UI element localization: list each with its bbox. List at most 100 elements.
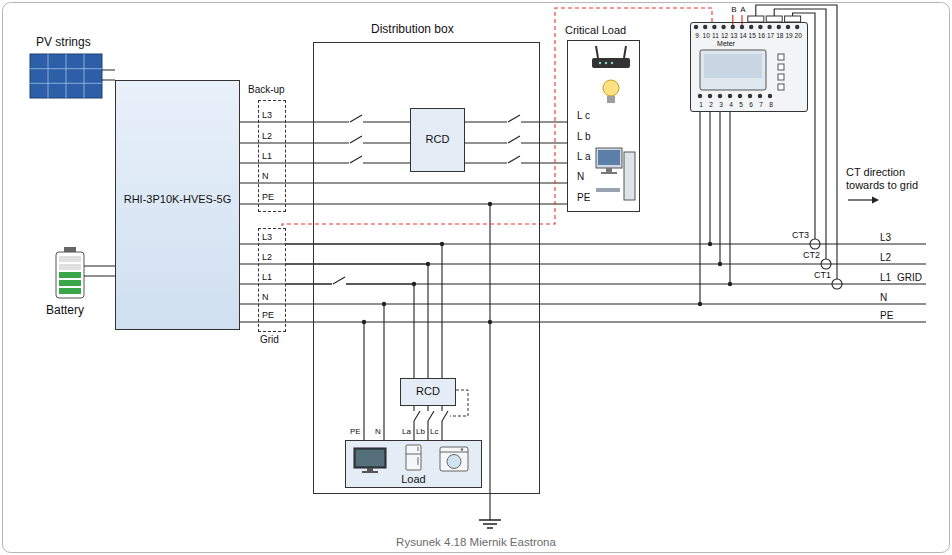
terminal-dot [767, 25, 771, 29]
pv-panel [30, 54, 102, 98]
wire-label: Lc [430, 427, 438, 436]
junction-dot [698, 302, 702, 306]
junction-dot [718, 262, 722, 266]
load-icons [345, 440, 482, 488]
inverter-model: RHI-3P10K-HVES-5G [116, 193, 239, 206]
text-slot: 15 [732, 32, 772, 39]
pv-panel [30, 54, 102, 98]
text-slot: 5 [721, 101, 761, 108]
port-heading: Back-up [248, 84, 285, 96]
wire [489, 204, 490, 520]
battery-icon [59, 272, 81, 278]
terminal-number: 6 [731, 101, 771, 108]
junction-dot [708, 242, 712, 246]
text-slot: 11 [695, 32, 735, 39]
critical-load-icons [598, 150, 620, 165]
critical-load-icons [599, 62, 601, 64]
pv-panel [30, 54, 102, 98]
wire-label: La [402, 427, 411, 436]
part-label: PV strings [36, 36, 91, 50]
phase-label: L3 [880, 232, 891, 244]
load-icons [362, 471, 378, 473]
text-slot: Battery [46, 304, 84, 318]
terminal-dot [703, 25, 707, 29]
load-icons [440, 447, 468, 471]
terminal-number: 1 [681, 101, 721, 108]
phase-label: PE [262, 192, 274, 202]
note: CT direction towards to grid [846, 166, 942, 191]
wire-label: Lb [416, 427, 425, 436]
meter-body [778, 74, 784, 80]
terminal-number: 7 [741, 101, 781, 108]
wire [84, 266, 115, 276]
text-slot: 18 [760, 32, 800, 39]
text-slot: L c [577, 110, 590, 122]
text-slot: Back-up [248, 84, 285, 96]
terminal-number: 3 [701, 101, 741, 108]
text-slot: CT direction towards to grid [846, 166, 942, 191]
text-slot: A [723, 5, 763, 14]
wire-label: PE [577, 192, 590, 204]
terminal-dot [721, 25, 725, 29]
text-slot: 10 [686, 32, 726, 39]
terminal-number: 11 [695, 32, 735, 39]
terminal-dot [694, 25, 698, 29]
terminal-number: 9 [677, 32, 717, 39]
text-slot: Rysunek 4.18 Miernik Eastrona [0, 536, 952, 549]
ct-clamp [832, 279, 842, 289]
junction-dot [362, 202, 732, 324]
junction-dot [426, 262, 430, 266]
terminal-number: 18 [760, 32, 800, 39]
terminal-dot [738, 94, 742, 98]
terminal-dot [740, 25, 744, 29]
text-slot: B [714, 5, 754, 14]
critical-load-icons [596, 188, 620, 192]
battery-icon [59, 264, 81, 270]
junction-dot [382, 302, 386, 306]
terminal-number: 4 [711, 101, 751, 108]
battery-icon [64, 247, 76, 252]
phase-label: L1 [262, 272, 272, 282]
terminal-number: 5 [721, 101, 761, 108]
terminal-number: 8 [751, 101, 791, 108]
phase-label: N [880, 292, 887, 304]
terminal-number: 15 [732, 32, 772, 39]
critical-load-icons [596, 46, 626, 58]
terminal-dot [698, 94, 702, 98]
load-title: Load [346, 473, 481, 486]
port-group: L3L2L1NPEGrid [258, 228, 286, 332]
meter-body [690, 16, 808, 112]
text-slot: 19 [769, 32, 809, 39]
junction-dot [362, 320, 366, 324]
text-slot: N [375, 427, 381, 436]
text-slot: 6 [731, 101, 771, 108]
text-slot: L b [577, 131, 591, 143]
direction-arrow [872, 197, 879, 204]
grid-label: GRID [897, 272, 922, 284]
critical-load-icons [601, 172, 617, 174]
text-slot: PE [262, 310, 274, 320]
wire-bundle [240, 122, 258, 204]
text-slot: L1 [262, 272, 272, 282]
pin-name: A [723, 5, 763, 14]
critical-load-icons [624, 152, 635, 200]
terminal-dot [758, 25, 762, 29]
text-slot: Meter [706, 40, 746, 48]
text-slot: RCD [411, 133, 464, 146]
distribution-box: Distribution boxRCDRCDPENLaLbLcLoad [313, 42, 540, 494]
wire-bundle [240, 244, 258, 322]
text-slot: 4 [711, 101, 751, 108]
text-slot: RHI-3P10K-HVES-5G [116, 193, 239, 206]
phase-label: L1 [880, 272, 891, 284]
text-slot: L1 [880, 272, 891, 284]
meter-body [778, 64, 784, 70]
text-slot: 8 [751, 101, 791, 108]
text-slot: 20 [778, 32, 818, 39]
text-slot: La [402, 427, 411, 436]
terminal-dot [777, 25, 781, 29]
rcd-label: RCD [411, 133, 464, 146]
junction-dot [440, 242, 444, 246]
meter-body [778, 84, 784, 90]
terminal-dot [728, 94, 732, 98]
